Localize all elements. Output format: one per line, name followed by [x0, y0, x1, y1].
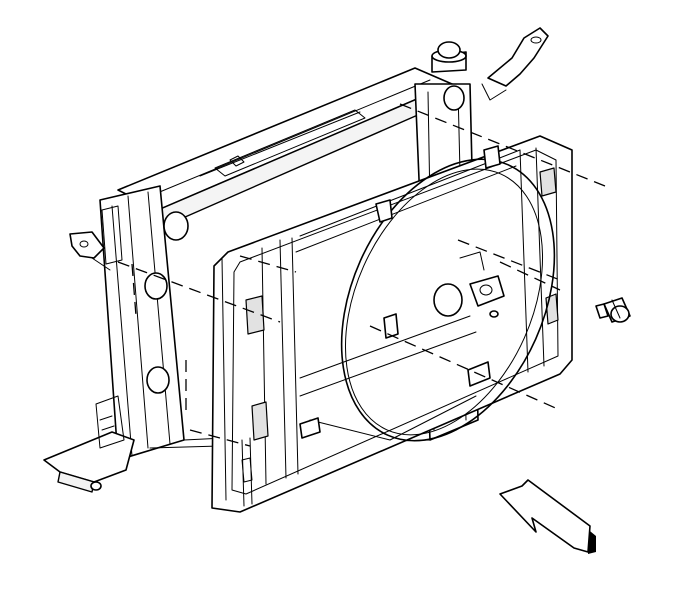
fan-opening-ring — [340, 158, 556, 442]
fan-shroud — [211, 135, 573, 513]
left-mount-bracket — [69, 231, 111, 271]
direction-arrow — [499, 479, 596, 554]
radiator-cap — [431, 41, 467, 73]
alignment-lines — [117, 103, 606, 447]
shroud-bolt — [595, 297, 631, 323]
radiator-left-tank — [99, 185, 189, 461]
fan-motor-mount — [433, 251, 505, 318]
radiator-bottom-bracket — [43, 395, 135, 493]
radiator-top-tank — [117, 67, 453, 229]
upper-bracket — [481, 27, 549, 101]
